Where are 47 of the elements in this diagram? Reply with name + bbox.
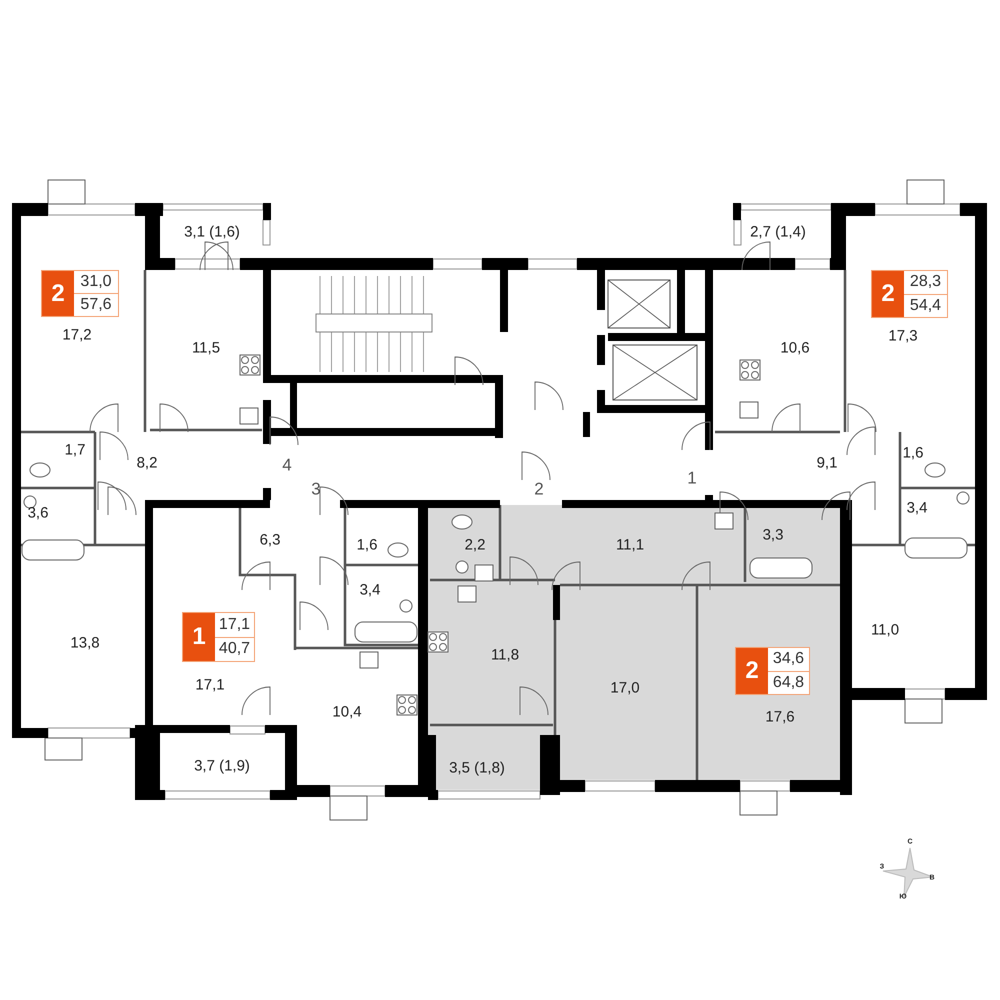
total-area: 40,7 — [215, 636, 254, 661]
entrance-number: 1 — [687, 470, 697, 486]
room-area-label: 17,1 — [195, 678, 225, 692]
room-area-label: 2,7 (1,4) — [750, 224, 806, 240]
room-area-label: 10,4 — [332, 704, 362, 720]
entrance-number: 2 — [534, 480, 544, 498]
room-area-label: 1,7 — [64, 442, 86, 458]
room-area-label: 11,5 — [192, 340, 220, 356]
living-area: 34,6 — [768, 648, 809, 670]
room-area-label: 9,1 — [816, 456, 838, 470]
room-area-label: 13,8 — [70, 636, 100, 650]
apartment-badge — [41, 270, 119, 317]
room-count: 2 — [736, 648, 768, 694]
apartment-badge — [182, 612, 255, 662]
room-area-label: 3,4 — [906, 500, 928, 516]
room-area-label: 2,2 — [464, 538, 486, 552]
room-area-label: 17,6 — [765, 710, 795, 724]
living-area: 17,1 — [215, 613, 254, 636]
room-area-label: 8,2 — [136, 456, 158, 470]
room-area-label: 1,6 — [356, 538, 378, 552]
room-area-label: 3,3 — [762, 528, 784, 542]
total-area: 54,4 — [904, 294, 947, 317]
room-area-label: 10,6 — [780, 340, 810, 356]
entrance-number: 4 — [282, 456, 292, 474]
room-area-label: 3,7 (1,9) — [194, 758, 250, 774]
room-area-label: 3,1 (1,6) — [184, 224, 240, 240]
room-area-label: 6,3 — [260, 532, 280, 548]
room-area-label: 11,8 — [490, 648, 520, 662]
total-area: 57,6 — [74, 293, 118, 316]
total-area: 64,8 — [768, 670, 809, 694]
room-count: 2 — [872, 271, 904, 317]
room-area-label: 3,5 (1,8) — [449, 760, 505, 776]
room-area-label: 17,2 — [62, 328, 92, 342]
room-area-label: 1,6 — [902, 446, 924, 460]
living-area: 31,0 — [74, 271, 118, 293]
room-count: 2 — [42, 271, 74, 316]
room-area-label: 17,3 — [888, 328, 918, 344]
room-area-label: 17,0 — [610, 680, 640, 696]
room-count: 1 — [183, 613, 215, 661]
room-area-label: 3,4 — [360, 582, 380, 598]
room-area-label: 11,0 — [870, 622, 900, 638]
apartment-badge — [871, 270, 948, 318]
entrance-number: 3 — [311, 480, 321, 498]
room-area-label: 3,6 — [28, 506, 48, 520]
living-area: 28,3 — [904, 271, 947, 294]
apartment-badge — [735, 647, 810, 695]
room-area-label: 11,1 — [616, 538, 644, 552]
